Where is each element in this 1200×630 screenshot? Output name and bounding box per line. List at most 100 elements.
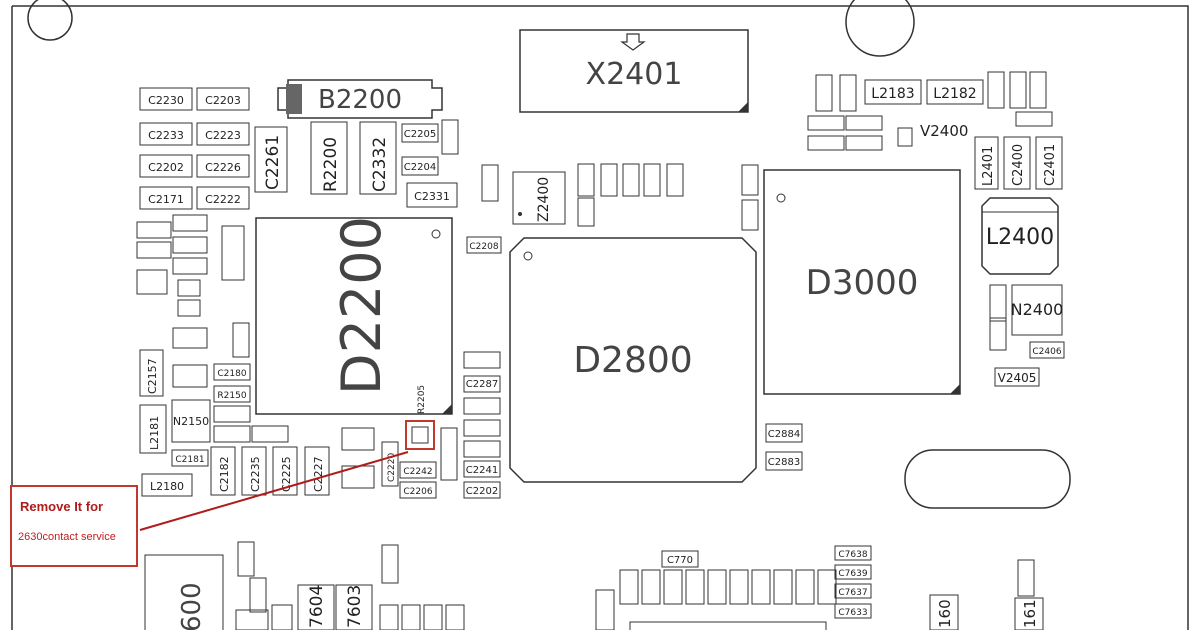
top-row-parts — [577, 163, 759, 231]
l2180-label: L2180 — [150, 480, 184, 493]
comp-r2200 — [310, 121, 348, 195]
annotation-line-2: 2630contact service — [18, 531, 116, 543]
pin1-mark-d2200 — [442, 404, 452, 414]
comp-c2883 — [765, 451, 803, 471]
comp-l2183 — [864, 79, 922, 105]
comp-l2401 — [974, 136, 999, 190]
c7638-label: C7638 — [838, 550, 867, 560]
b600-label: 600 — [177, 582, 207, 630]
pin1-dot-d2800 — [523, 251, 533, 261]
comp-c2225 — [272, 446, 298, 496]
comp-lower-b — [213, 425, 251, 443]
comp-right-small-a — [989, 284, 1007, 322]
l2401-label: L2401 — [981, 146, 996, 186]
l2183-label: L2183 — [871, 86, 914, 102]
chip-d2800 — [509, 237, 757, 483]
c2233-label: C2233 — [148, 129, 184, 142]
annotation-line-1: Remove It for — [20, 499, 104, 514]
c2225-label: C2225 — [280, 456, 293, 492]
comp-b600 — [144, 554, 224, 630]
bottom-row-parts — [235, 541, 1035, 630]
arrow-down-icon — [620, 33, 646, 51]
chip-d2200 — [255, 217, 453, 415]
cap-grid-left: C2230 C2203 C2233 C2223 C2202 C2226 C217… — [139, 87, 250, 210]
c2222-label: C2222 — [205, 193, 241, 206]
comp-r2150 — [213, 385, 251, 403]
comp-c7638 — [834, 545, 872, 561]
comp-c2220 — [381, 441, 399, 487]
c2208-label: C2208 — [469, 242, 498, 252]
comp-c7637 — [834, 583, 872, 599]
b7603-label: 7603 — [345, 585, 365, 628]
chip-d3000 — [763, 169, 961, 395]
chip-d2200-label: D2200 — [330, 216, 393, 395]
chip-b2200 — [277, 79, 443, 119]
v2405-label: V2405 — [998, 371, 1037, 385]
c770-label: C770 — [667, 555, 693, 566]
c2287-label: C2287 — [466, 379, 498, 390]
comp-b7604 — [297, 584, 335, 630]
comp-c2401 — [1035, 136, 1063, 190]
mounting-hole-top-left — [27, 0, 73, 41]
c2202-label: C2202 — [148, 161, 184, 174]
r2200-label: R2200 — [321, 137, 341, 192]
c2226-label: C2226 — [205, 161, 241, 174]
board-outline — [12, 5, 1189, 630]
chip-x2401 — [519, 29, 749, 113]
l2181-label: L2181 — [148, 416, 161, 450]
c2203-label: C2203 — [205, 94, 241, 107]
chip-b2200-pad — [286, 84, 302, 114]
chip-v2400-label: V2400 — [920, 122, 968, 140]
pin1-mark-d3000 — [950, 384, 960, 394]
c2230-label: C2230 — [148, 94, 184, 107]
c7633-label: C7633 — [838, 608, 867, 618]
pin1-dot-d3000 — [776, 193, 786, 203]
c2406-label: C2406 — [1032, 347, 1061, 357]
c2884-label: C2884 — [768, 429, 800, 440]
n2150-label: N2150 — [173, 415, 209, 428]
comp-l2181 — [139, 404, 167, 454]
pin1-dot-z2400 — [518, 212, 522, 216]
c2223-label: C2223 — [205, 129, 241, 142]
comp-l2182 — [926, 79, 984, 105]
comp-c2400 — [1003, 136, 1031, 190]
chip-n2400 — [1011, 284, 1063, 336]
c2883-label: C2883 — [768, 457, 800, 468]
c2261-label: C2261 — [263, 135, 283, 190]
c7639-label: C7639 — [838, 569, 867, 579]
chip-z2400-label: Z2400 — [536, 177, 552, 222]
r2205-label: R2205 — [417, 385, 427, 414]
comp-c7633 — [834, 603, 872, 619]
chip-l2400-label: L2400 — [986, 225, 1054, 250]
chip-d3000-label: D3000 — [806, 263, 919, 303]
oval-slot — [904, 449, 1071, 509]
comp-right-small-b — [989, 317, 1007, 351]
comp-c2331 — [406, 182, 458, 208]
comp-lower-c — [251, 425, 289, 443]
b160-label: 160 — [936, 599, 954, 628]
c2181-label: C2181 — [175, 455, 204, 465]
pin1-mark-x2401 — [738, 102, 748, 112]
c2227-label: C2227 — [312, 456, 325, 492]
c2182-label: C2182 — [218, 456, 231, 492]
comp-b160 — [929, 594, 959, 630]
c2157-label: C2157 — [146, 358, 159, 394]
comp-lower-d — [341, 427, 375, 451]
comp-c2204 — [401, 156, 439, 176]
r2150-label: R2150 — [217, 391, 246, 401]
c2235-label: C2235 — [249, 456, 262, 492]
annotation-callout: Remove It for 2630contact service — [10, 485, 138, 567]
chip-z2400 — [512, 171, 566, 225]
comp-c2182 — [210, 446, 236, 496]
chip-x2401-label: X2401 — [586, 57, 683, 92]
c2332-label: C2332 — [370, 137, 390, 192]
chip-b2200-label: B2200 — [318, 85, 402, 115]
mid-column-parts — [399, 236, 502, 499]
comp-c2235 — [241, 446, 267, 496]
comp-small-a — [441, 119, 459, 155]
comp-b7603 — [335, 584, 373, 630]
chip-n2150 — [171, 399, 211, 443]
b7604-label: 7604 — [307, 585, 327, 628]
c2202b-label: C2202 — [466, 486, 498, 497]
